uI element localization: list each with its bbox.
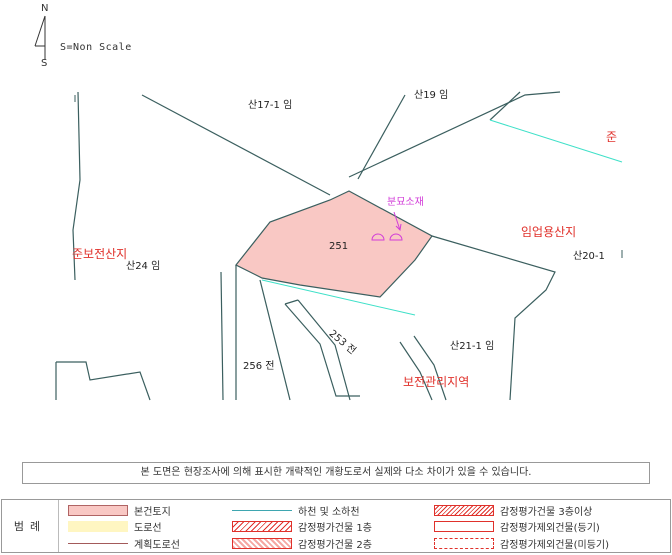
grave-icon bbox=[371, 233, 385, 241]
legend-item-road-line: 도로선 bbox=[68, 519, 162, 534]
boundary-center-vertical-2 bbox=[220, 271, 224, 401]
legend-item-excluded-registered: 감정평가제외건물(등기) bbox=[434, 519, 600, 534]
legend-label: 도로선 bbox=[134, 522, 162, 534]
stream-ne bbox=[489, 119, 623, 163]
boundary-diag-lower bbox=[259, 279, 291, 401]
parcel-boundaries bbox=[55, 91, 561, 401]
compass-south-label: S bbox=[41, 58, 48, 69]
stream-mid bbox=[261, 279, 416, 316]
legend-label: 계획도로선 bbox=[134, 539, 180, 551]
zone-label: 준보전산지 bbox=[72, 247, 128, 261]
legend-item-building-2f: 감정평가건물 2층 bbox=[232, 536, 372, 551]
legend-label: 감정평가제외건물(등기) bbox=[500, 522, 600, 534]
boundary-east bbox=[431, 235, 556, 401]
legend-title: 범례 bbox=[2, 500, 59, 552]
legend-label: 감정평가건물 1층 bbox=[298, 522, 372, 534]
legend-item-stream: 하천 및 소하천 bbox=[232, 503, 360, 518]
planned-road-swatch bbox=[68, 542, 128, 544]
grave-markers bbox=[371, 211, 403, 241]
parcel-label: 산17-1 임 bbox=[248, 100, 293, 111]
legend-label: 본건토지 bbox=[134, 506, 171, 518]
stream-swatch bbox=[232, 509, 292, 511]
boundary-diag-top-left bbox=[141, 94, 331, 196]
legend-label: 하천 및 소하천 bbox=[298, 506, 360, 518]
compass-north-label: N bbox=[41, 3, 49, 14]
building-2f-swatch bbox=[232, 537, 292, 549]
legend-item-excluded-unregistered: 감정평가제외건물(미등기) bbox=[434, 536, 610, 551]
legend-item-planned-road: 계획도로선 bbox=[68, 536, 180, 551]
subject-land-swatch bbox=[68, 504, 128, 516]
legend-label: 감정평가건물 3층이상 bbox=[500, 506, 593, 518]
parcel-label: 산24 임 bbox=[126, 261, 161, 272]
subject-parcel-251 bbox=[235, 190, 433, 298]
disclaimer-notice: 본 도면은 현장조사에 의해 표시한 개략적인 개황도로서 실제와 다소 차이가… bbox=[22, 462, 650, 484]
boundary-top-right-short bbox=[489, 91, 521, 121]
boundary-253-c bbox=[284, 299, 299, 305]
boundary-bottom-left bbox=[56, 361, 151, 401]
legend-item-subject-land: 본건토지 bbox=[68, 503, 171, 518]
excluded-unregistered-swatch bbox=[434, 537, 494, 549]
parcel-label: 산21-1 임 bbox=[450, 341, 495, 352]
parcel-label: 산19 임 bbox=[414, 90, 449, 101]
boundary-north-short bbox=[357, 94, 406, 180]
boundary-strip-b bbox=[399, 341, 433, 401]
boundary-253-b bbox=[284, 303, 360, 397]
grave-icon bbox=[389, 233, 403, 241]
parcel-label: 256 전 bbox=[243, 361, 275, 372]
excluded-registered-swatch bbox=[434, 520, 494, 532]
building-1f-swatch bbox=[232, 520, 292, 532]
legend: 범례 본건토지 하천 및 소하천 감정평가건물 3층이상 도로선 감정평가건물 … bbox=[1, 499, 671, 553]
grave-arrow-line bbox=[393, 211, 401, 231]
building-3f-swatch bbox=[434, 504, 494, 516]
parcel-label-subject: 251 bbox=[329, 241, 349, 252]
boundary-strip-a bbox=[413, 335, 447, 401]
map-marks bbox=[74, 95, 623, 258]
boundary-top-right bbox=[348, 91, 561, 178]
boundary-253-a bbox=[297, 299, 351, 401]
grave-label: 분묘소재 bbox=[387, 197, 424, 208]
legend-label: 감정평가제외건물(미등기) bbox=[500, 539, 610, 551]
grave-arrow-head-icon bbox=[395, 223, 402, 232]
legend-item-building-1f: 감정평가건물 1층 bbox=[232, 519, 372, 534]
zone-label: 임업용산지 bbox=[521, 225, 577, 239]
cadastral-map bbox=[55, 91, 623, 401]
streams bbox=[261, 119, 623, 316]
north-arrow-icon bbox=[34, 15, 46, 60]
road-line-swatch bbox=[68, 520, 128, 532]
legend-label: 감정평가건물 2층 bbox=[298, 539, 372, 551]
zone-label: 준 bbox=[606, 130, 618, 144]
legend-item-building-3f: 감정평가건물 3층이상 bbox=[434, 503, 593, 518]
zone-label: 보전관리지역 bbox=[403, 375, 470, 389]
scale-label: S=Non Scale bbox=[60, 42, 132, 53]
boundary-left-west bbox=[72, 91, 81, 281]
parcel-label: 산20-1 bbox=[573, 251, 605, 262]
